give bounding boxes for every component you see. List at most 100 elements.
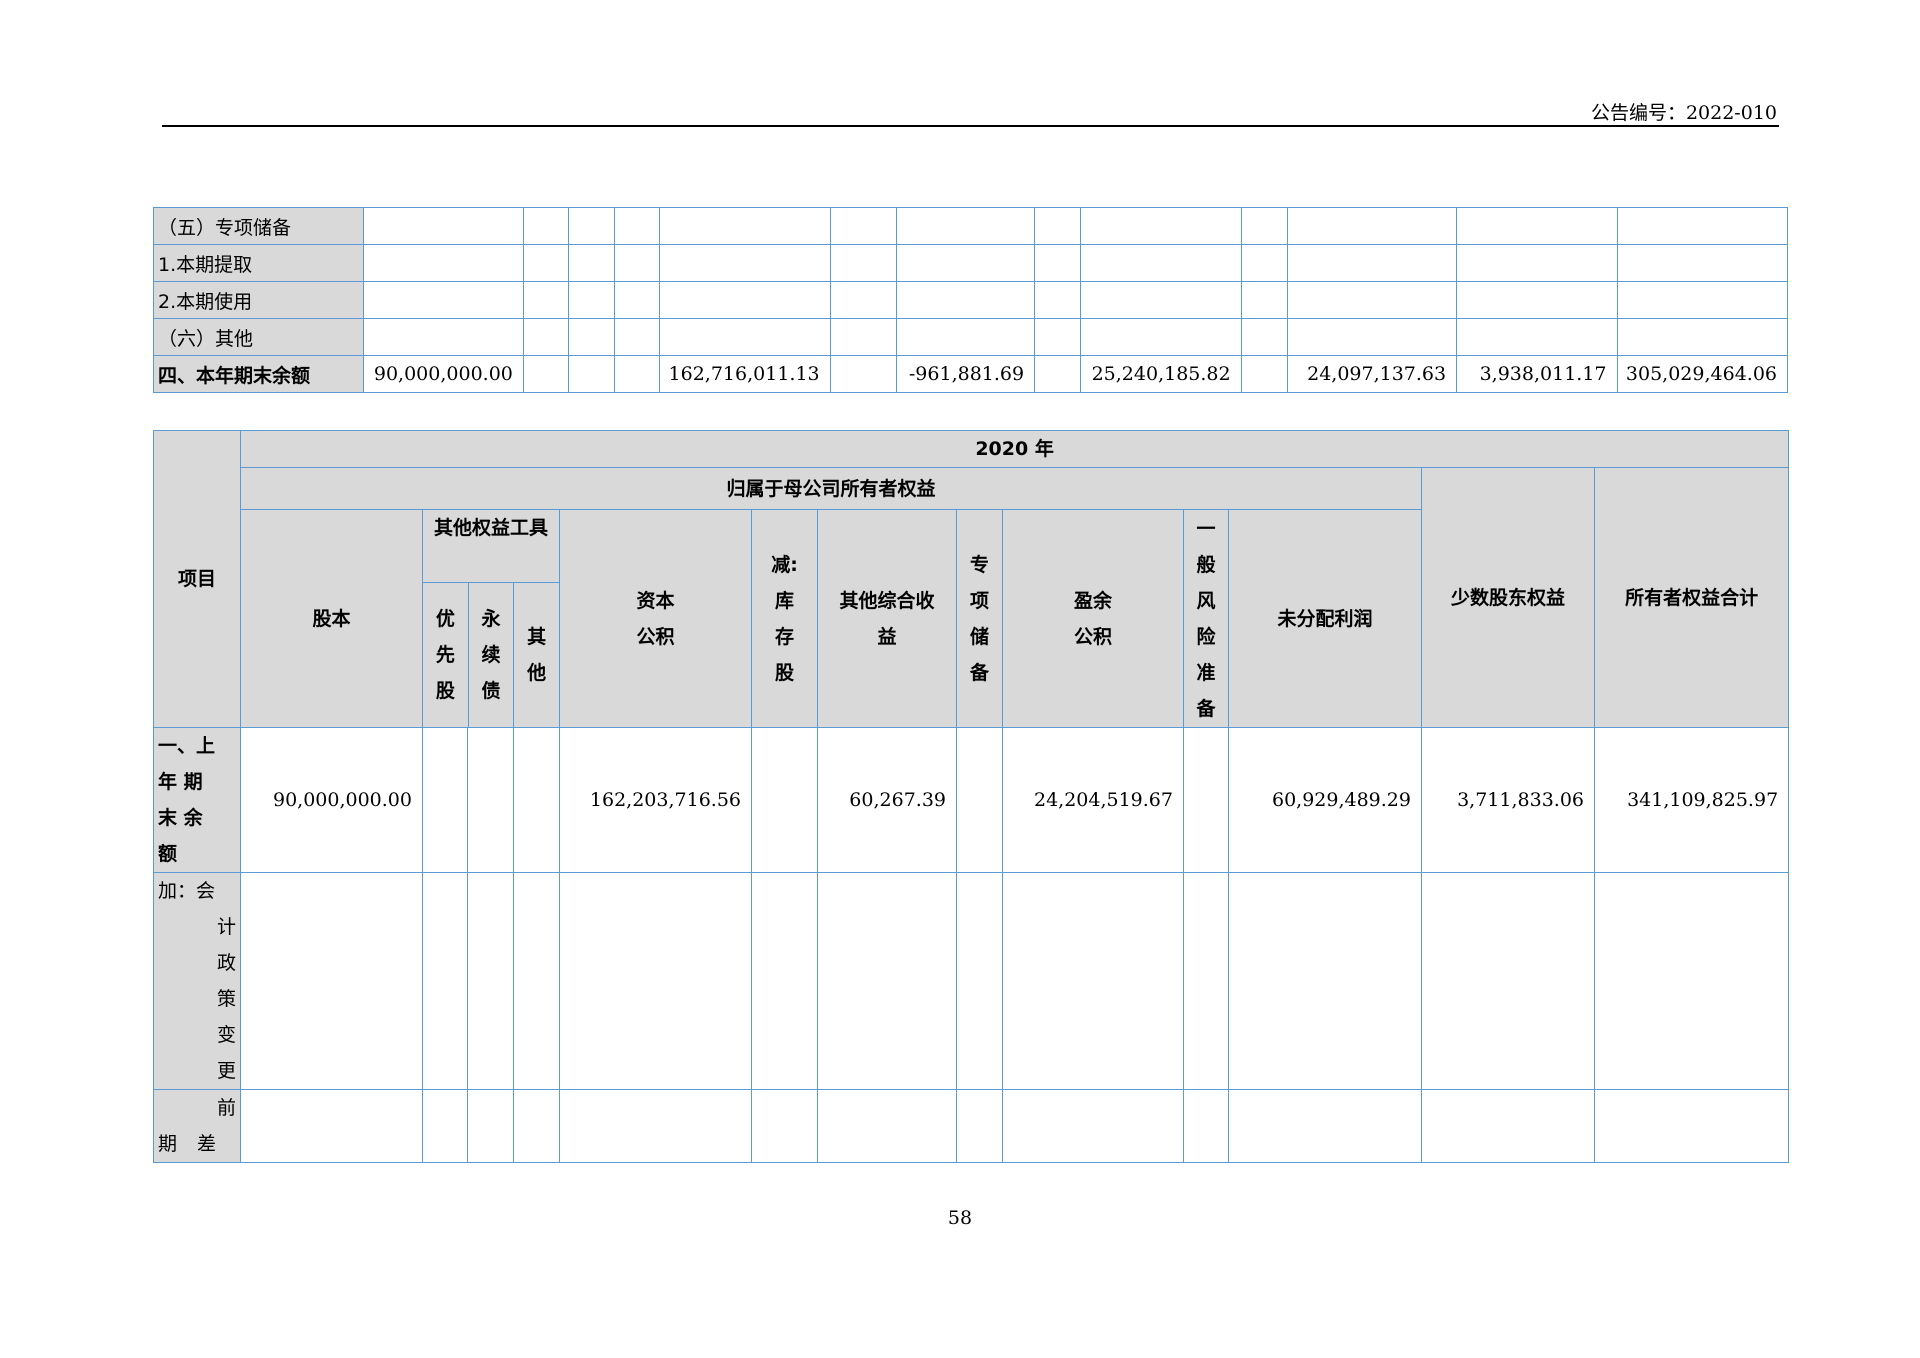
value-cell — [659, 318, 831, 356]
value-cell — [1240, 355, 1288, 393]
value-cell — [659, 281, 831, 319]
value-cell: 25,240,185.82 — [1080, 355, 1242, 393]
col-other-equity-header: 其他权益工具 优先股 永续债 其他 — [422, 509, 560, 728]
value-cell — [895, 207, 1036, 245]
value-cell — [1080, 281, 1242, 319]
value-cell — [1456, 244, 1618, 282]
year-header: 2020 年 — [239, 430, 1790, 468]
col-surplus-header: 盈余公积 — [1002, 509, 1184, 728]
value-cell: 90,000,000.00 — [362, 355, 524, 393]
value-cell — [1034, 318, 1082, 356]
value-cell — [567, 318, 616, 356]
cell-retained: 60,929,489.29 — [1228, 727, 1422, 873]
col-pref-header: 优先股 — [424, 583, 469, 727]
value-cell — [1240, 281, 1288, 319]
empty-cell — [240, 1089, 423, 1163]
col-total-header: 所有者权益合计 — [1593, 467, 1790, 728]
value-cell: -961,881.69 — [895, 355, 1036, 393]
value-cell — [1240, 244, 1288, 282]
row-label: 四、本年期末余额 — [153, 355, 364, 393]
value-cell — [1080, 318, 1242, 356]
empty-cell — [1593, 1089, 1790, 1163]
cell-risk — [1183, 727, 1229, 873]
cell-special — [956, 727, 1003, 873]
value-cell — [614, 318, 661, 356]
parent-equity-header: 归属于母公司所有者权益 — [240, 467, 1422, 510]
value-cell — [1034, 207, 1082, 245]
value-cell: 24,097,137.63 — [1286, 355, 1458, 393]
value-cell — [1616, 244, 1789, 282]
top-table-row: （五）专项储备 — [153, 207, 1789, 245]
col-perp-header: 永续债 — [469, 583, 515, 727]
value-cell — [362, 281, 524, 319]
cell-minority: 3,711,833.06 — [1421, 727, 1595, 873]
value-cell — [567, 207, 616, 245]
empty-cell — [422, 1089, 468, 1163]
empty-cell — [1183, 1089, 1229, 1163]
empty-cell — [1421, 872, 1595, 1090]
header-rule — [162, 125, 1779, 127]
row-policy-change-label: 加：会计政策变更 — [153, 872, 241, 1090]
col-minority-header: 少数股东权益 — [1421, 467, 1595, 728]
value-cell — [567, 355, 616, 393]
empty-cell — [956, 1089, 1003, 1163]
value-cell: 3,938,011.17 — [1456, 355, 1618, 393]
value-cell — [614, 244, 661, 282]
col-item-header: 项目 — [153, 430, 241, 728]
value-cell — [522, 207, 570, 245]
empty-cell — [751, 1089, 818, 1163]
value-cell — [1240, 318, 1288, 356]
value-cell — [1286, 281, 1458, 319]
cell-surplus: 24,204,519.67 — [1002, 727, 1184, 873]
empty-cell — [1228, 1089, 1422, 1163]
col-other-header: 其他 — [527, 626, 547, 684]
equity-change-table-2020: 项目 2020 年 归属于母公司所有者权益 少数股东权益 所有者权益合计 股本 … — [153, 430, 1790, 1163]
value-cell — [567, 244, 616, 282]
col-treasury-header: 减:库存股 — [751, 509, 818, 728]
top-table-row: 1.本期提取 — [153, 244, 1789, 282]
value-cell — [522, 318, 570, 356]
cell-perp — [467, 727, 514, 873]
empty-cell — [751, 872, 818, 1090]
cell-other — [513, 727, 560, 873]
value-cell — [1286, 318, 1458, 356]
row-label: 1.本期提取 — [153, 244, 364, 282]
empty-cell — [1421, 1089, 1595, 1163]
value-cell — [522, 244, 570, 282]
empty-cell — [1228, 872, 1422, 1090]
value-cell — [1034, 244, 1082, 282]
value-cell — [614, 281, 661, 319]
value-cell — [1616, 281, 1789, 319]
col-oci-header: 其他综合收益 — [817, 509, 957, 728]
empty-cell — [956, 872, 1003, 1090]
value-cell — [1034, 355, 1082, 393]
value-cell: 162,716,011.13 — [659, 355, 831, 393]
value-cell — [659, 207, 831, 245]
empty-cell — [422, 872, 468, 1090]
empty-cell — [1002, 872, 1184, 1090]
value-cell — [362, 318, 524, 356]
cell-oci: 60,267.39 — [817, 727, 957, 873]
value-cell — [1616, 318, 1789, 356]
cell-share: 90,000,000.00 — [240, 727, 423, 873]
empty-cell — [1183, 872, 1229, 1090]
other-equity-title: 其他权益工具 — [423, 511, 559, 583]
col-share-header: 股本 — [240, 509, 423, 728]
value-cell — [1286, 244, 1458, 282]
value-cell — [1034, 281, 1082, 319]
value-cell — [895, 244, 1036, 282]
row-prior-year-end-label: 一、上年 期末 余额 — [153, 727, 241, 873]
value-cell — [1456, 318, 1618, 356]
value-cell — [1080, 207, 1242, 245]
empty-cell — [1002, 1089, 1184, 1163]
top-table-row: 2.本期使用 — [153, 281, 1789, 319]
value-cell — [522, 355, 570, 393]
col-risk-header: 一般风险准备 — [1183, 509, 1229, 728]
value-cell — [1456, 207, 1618, 245]
empty-cell — [467, 1089, 514, 1163]
empty-cell — [467, 872, 514, 1090]
value-cell — [659, 244, 831, 282]
col-capital-header: 资本公积 — [559, 509, 752, 728]
cell-total: 341,109,825.97 — [1593, 727, 1790, 873]
